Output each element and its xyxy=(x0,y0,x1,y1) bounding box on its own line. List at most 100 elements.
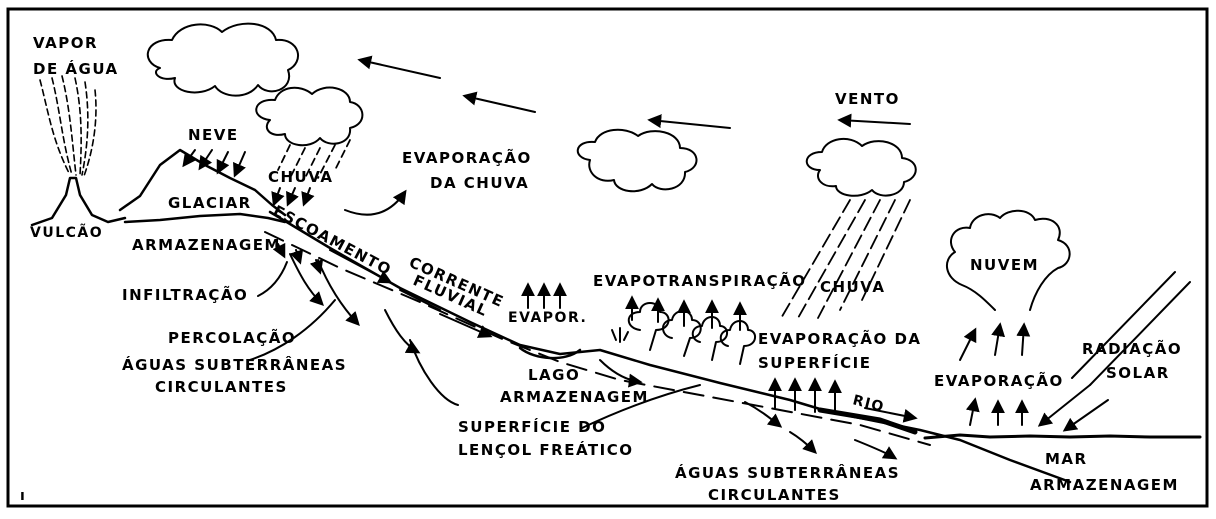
percolation-leader xyxy=(249,299,336,361)
groundwater-arrow xyxy=(854,439,898,460)
vapor-wisp xyxy=(81,81,89,176)
streamflow-arrow xyxy=(439,313,493,338)
water-table-dashed xyxy=(264,231,931,446)
grass xyxy=(611,327,629,343)
label-groundwater-left-line1: ÁGUAS SUBTERRÂNEAS xyxy=(122,355,347,374)
cloud-top-left xyxy=(146,22,299,97)
rain-arrow xyxy=(271,187,285,207)
vapor-wisp xyxy=(74,77,82,176)
label-evaporation: EVAPORAÇÃO xyxy=(934,371,1064,390)
label-groundwater-left-line2: CIRCULANTES xyxy=(155,378,288,396)
label-vapor-line2: DE ÁGUA xyxy=(33,59,119,78)
vapor-wisp xyxy=(61,75,77,176)
label-wind: VENTO xyxy=(835,90,900,108)
label-lake-storage: ARMAZENAGEM xyxy=(500,388,649,406)
label-river: RIO xyxy=(851,392,886,415)
tree xyxy=(691,316,728,361)
label-water-table-line2: LENÇOL FREÁTICO xyxy=(458,440,633,459)
label-storage-left: ARMAZENAGEM xyxy=(132,236,281,254)
main-slope xyxy=(268,210,1072,484)
river-arrow xyxy=(864,407,918,423)
rain-streak xyxy=(797,199,866,319)
label-water-table-line1: SUPERFÍCIE DO xyxy=(458,417,606,436)
arrows xyxy=(182,55,1191,460)
labels: VAPOR DE ÁGUA NEVE CHUVA EVAPORAÇÃO DA C… xyxy=(20,34,1181,504)
label-rain-right: CHUVA xyxy=(820,278,885,296)
infiltration-leader xyxy=(257,261,288,297)
label-vapor-line1: VAPOR xyxy=(33,34,98,52)
label-lake-evap: EVAPOR. xyxy=(508,310,587,326)
rain-streak xyxy=(289,147,306,179)
label-groundwater-right-line1: ÁGUAS SUBTERRÂNEAS xyxy=(675,463,900,482)
rain-streak xyxy=(317,144,336,179)
tree xyxy=(627,302,670,351)
vapor-wisp xyxy=(83,89,97,177)
runoff-arrow xyxy=(329,249,393,284)
snow-arrow xyxy=(233,151,246,178)
solar-arrow xyxy=(1037,384,1091,427)
rain-streak xyxy=(779,199,851,321)
cloud-feed-arrow xyxy=(991,322,1006,356)
label-rain-left: CHUVA xyxy=(268,168,333,186)
corner-mark: ı xyxy=(20,488,26,504)
wind-arrow xyxy=(462,91,536,113)
cloud-right-rain xyxy=(805,137,917,197)
trees xyxy=(611,302,756,365)
percolation-arrow xyxy=(317,259,360,327)
label-surface-evap-line1: EVAPORAÇÃO DA xyxy=(758,329,922,348)
rain-streak xyxy=(303,147,321,181)
tree xyxy=(662,310,702,357)
cloud-left-rain xyxy=(255,86,364,147)
water-table-leader-2 xyxy=(581,384,701,429)
snow-arrow xyxy=(198,149,213,171)
label-infiltration: INFILTRAÇÃO xyxy=(122,285,248,304)
label-rain-evaporation-line1: EVAPORAÇÃO xyxy=(402,148,532,167)
sea-surface xyxy=(923,433,1202,440)
rain-streak xyxy=(333,139,351,173)
cloud-middle xyxy=(576,128,698,193)
label-evapotranspiration: EVAPOTRANSPIRAÇÃO xyxy=(593,271,807,290)
glacier-base xyxy=(123,212,287,224)
label-surface-evap-line2: SUPERFÍCIE xyxy=(758,353,871,372)
infiltration-small-arrow xyxy=(289,249,304,265)
label-groundwater-right-line2: CIRCULANTES xyxy=(708,486,841,504)
label-rain-evaporation-line2: DA CHUVA xyxy=(430,174,529,192)
rain-arrow xyxy=(301,187,315,207)
groundwater-arrow xyxy=(744,401,783,428)
diagram-border xyxy=(6,7,1209,508)
river-segment xyxy=(817,407,918,435)
tree xyxy=(719,320,756,365)
label-volcano: VULCÃO xyxy=(30,224,103,241)
rain-right xyxy=(779,199,911,321)
vapor-wisps xyxy=(39,75,97,177)
vapor-wisp xyxy=(51,77,73,176)
label-sea: MAR xyxy=(1045,450,1088,468)
rain-left xyxy=(277,139,351,181)
snow-arrow xyxy=(182,149,197,168)
rain-arrow xyxy=(286,187,299,207)
percolation-arrow xyxy=(384,309,421,354)
sea-evap-arrow xyxy=(965,397,980,426)
rain-evaporation-arrow xyxy=(344,189,407,216)
vapor-wisp xyxy=(39,79,71,176)
cloud-nuvem xyxy=(946,209,1071,311)
solar-ray xyxy=(1089,281,1191,386)
label-solar-line2: SOLAR xyxy=(1106,364,1170,382)
solar-ray xyxy=(1071,271,1176,379)
label-cloud: NUVEM xyxy=(970,256,1039,274)
label-lake: LAGO xyxy=(528,366,580,384)
terrain-profile xyxy=(30,148,1202,484)
wind-arrow xyxy=(357,55,441,79)
infiltration-small-arrow xyxy=(309,259,324,275)
solar-arrow xyxy=(1062,399,1109,432)
label-glacier: GLACIAR xyxy=(168,194,252,212)
label-percolation: PERCOLAÇÃO xyxy=(168,328,296,347)
label-sea-storage: ARMAZENAGEM xyxy=(1030,476,1179,494)
wind-arrow xyxy=(647,114,731,129)
runoff-line xyxy=(399,289,441,311)
groundwater-arrow xyxy=(599,359,643,388)
rain-streak xyxy=(277,144,291,171)
groundwater-arrow xyxy=(789,431,817,454)
rain-streak xyxy=(817,199,881,319)
